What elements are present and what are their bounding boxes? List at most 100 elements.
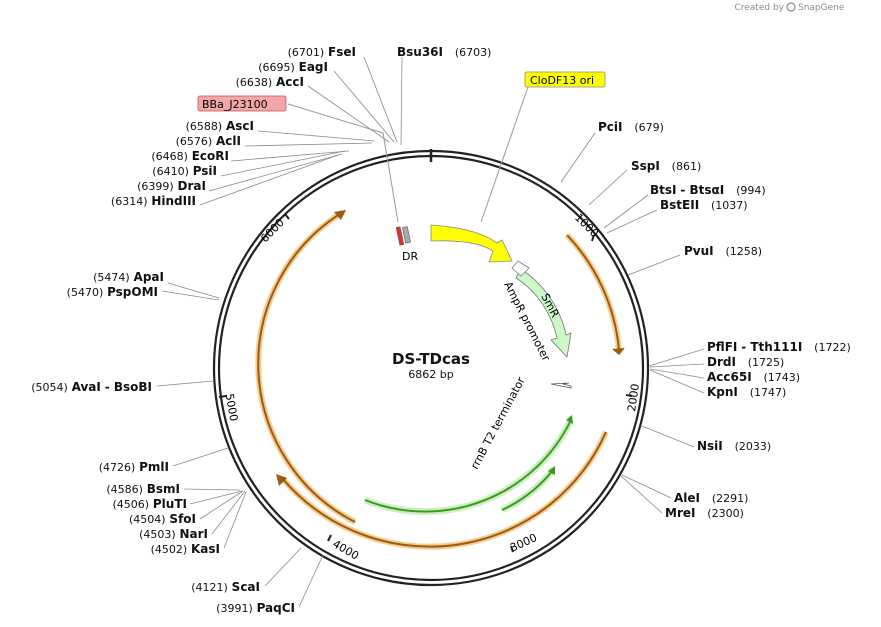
leader-pspomi (161, 290, 220, 301)
green-arc-outer-arrowhead (566, 415, 573, 424)
site-pvui[interactable]: PvuI (1258) (684, 244, 762, 258)
site-leader-lines (156, 56, 705, 608)
leader-acc65i (649, 368, 705, 379)
dr-gray-mark (402, 226, 411, 244)
tick-label-6000: 6000 (258, 216, 287, 245)
site-scai[interactable]: (4121) ScaI (191, 580, 260, 594)
leader-kasi (223, 491, 247, 549)
site-pcii[interactable]: PciI (679) (598, 120, 664, 134)
bba-j23100-leader-line-a (287, 103, 384, 134)
site-labels-left: (6701) FseI (6695) EagI (6638) AccI (658… (31, 45, 356, 615)
site-pmli[interactable]: (4726) PmlI (99, 460, 169, 474)
leader-pcii (560, 132, 596, 183)
green-arcs (363, 415, 575, 516)
site-fsei[interactable]: (6701) FseI (288, 45, 356, 59)
leader-pmli (172, 447, 229, 467)
leader-eagi (333, 70, 395, 143)
site-bsu36i[interactable]: Bsu36I (6703) (397, 45, 491, 59)
orf-arc-2-glow (279, 430, 609, 550)
orf-arc-2-arrowhead (276, 474, 287, 486)
orf-arc-3 (257, 211, 356, 523)
site-bsteii[interactable]: BstEII (1037) (660, 198, 748, 212)
site-kasi[interactable]: (4502) KasI (151, 542, 220, 556)
tick-mark-6000 (284, 213, 290, 220)
leader-nsii (641, 425, 695, 448)
leader-bsmi (183, 488, 241, 491)
site-pspomi[interactable]: (5470) PspOMI (67, 285, 158, 299)
smr-arrow[interactable] (515, 268, 572, 358)
tick-label-5000: 5000 (223, 392, 241, 422)
site-ecori[interactable]: (6468) EcoRI (151, 149, 229, 163)
leader-kpni (649, 369, 705, 394)
site-pluti[interactable]: (4506) PluTI (112, 497, 187, 511)
site-btsi[interactable]: BtsI - BtsαI (994) (650, 183, 766, 197)
rrnb-terminator-mark (550, 382, 572, 389)
bba-j23100-leader-line-b (382, 132, 399, 223)
site-asci[interactable]: (6588) AscI (186, 119, 254, 133)
leader-scai (264, 547, 302, 587)
tick-mark-3000 (510, 545, 514, 553)
site-acc65i[interactable]: Acc65I (1743) (707, 370, 800, 384)
site-bsmi[interactable]: (4586) BsmI (106, 482, 180, 496)
orf-arc-1-glow (564, 232, 622, 351)
leader-alei (621, 474, 672, 499)
clodf13-ori-arrow[interactable] (430, 224, 513, 263)
dr-red-mark (395, 226, 405, 246)
site-psii[interactable]: (6410) PsiI (152, 164, 217, 178)
leader-apai (167, 282, 220, 299)
tick-mark-5000 (218, 395, 227, 398)
leader-bsteii (606, 209, 658, 234)
snapgene-watermark: Created by SnapGene (734, 2, 845, 13)
leader-nari (211, 490, 246, 535)
ampr-promoter-mark (511, 260, 530, 277)
leader-acli (244, 142, 373, 147)
site-nsii[interactable]: NsiI (2033) (697, 439, 771, 453)
site-paqci[interactable]: (3991) PaqCI (216, 601, 295, 615)
site-sfoi[interactable]: (4504) SfoI (129, 512, 196, 526)
site-hindiii[interactable]: (6314) HindIII (111, 194, 196, 208)
tick-label-4000: 4000 (330, 537, 361, 562)
orf-arc-1-arrowhead (612, 347, 625, 356)
leader-sfoi (199, 490, 244, 520)
site-kpni[interactable]: KpnI (1747) (707, 385, 786, 399)
leader-mrei (620, 475, 663, 514)
leader-btsi (603, 194, 649, 229)
backbone (212, 149, 650, 587)
site-mrei[interactable]: MreI (2300) (665, 506, 744, 520)
tick-mark-4000 (327, 534, 332, 542)
leader-drai (208, 153, 343, 192)
site-sspi[interactable]: SspI (861) (631, 159, 701, 173)
site-alei[interactable]: AleI (2291) (674, 491, 748, 505)
snapgene-logo-icon (786, 2, 796, 12)
leader-hindiii (199, 154, 339, 206)
site-drai[interactable]: (6399) DraI (137, 179, 206, 193)
clodf13-label-box[interactable] (524, 71, 606, 88)
orf-arc-3-arrowhead (334, 210, 346, 220)
site-avai[interactable]: (5054) AvaI - BsoBI (31, 380, 152, 394)
bba-j23100-label: BBa_J23100 (202, 98, 268, 111)
leader-paqci (298, 554, 324, 608)
green-arc-inner-arrowhead (548, 466, 555, 475)
site-eagi[interactable]: (6695) EagI (258, 60, 328, 74)
leader-asci (257, 130, 376, 142)
tick-mark-1000 (591, 234, 595, 242)
site-acli[interactable]: (6576) AclI (176, 134, 241, 148)
clodf13-leader-line (480, 86, 529, 223)
rrnb-t2-terminator-label: rrnB T2 terminator (468, 375, 528, 472)
site-acci[interactable]: (6638) AccI (236, 75, 304, 89)
tick-label-3000: 3000 (508, 531, 539, 554)
site-drdi[interactable]: DrdI (1725) (707, 355, 784, 369)
plasmid-length: 6862 bp (408, 368, 453, 381)
site-apai[interactable]: (5474) ApaI (93, 270, 164, 284)
orf-arc-1 (566, 234, 620, 351)
bba-j23100-label-box[interactable] (197, 95, 287, 112)
orf-arc-2 (281, 431, 607, 548)
leader-avai (156, 380, 215, 387)
green-arc-inner (501, 469, 554, 511)
plasmid-name: DS-TDcas (392, 350, 470, 368)
site-pflfi[interactable]: PflFI - Tth111I (1722) (707, 340, 851, 354)
leader-ecori (230, 150, 350, 162)
site-nari[interactable]: (4503) NarI (139, 527, 208, 541)
leader-bsu36i (400, 56, 403, 146)
